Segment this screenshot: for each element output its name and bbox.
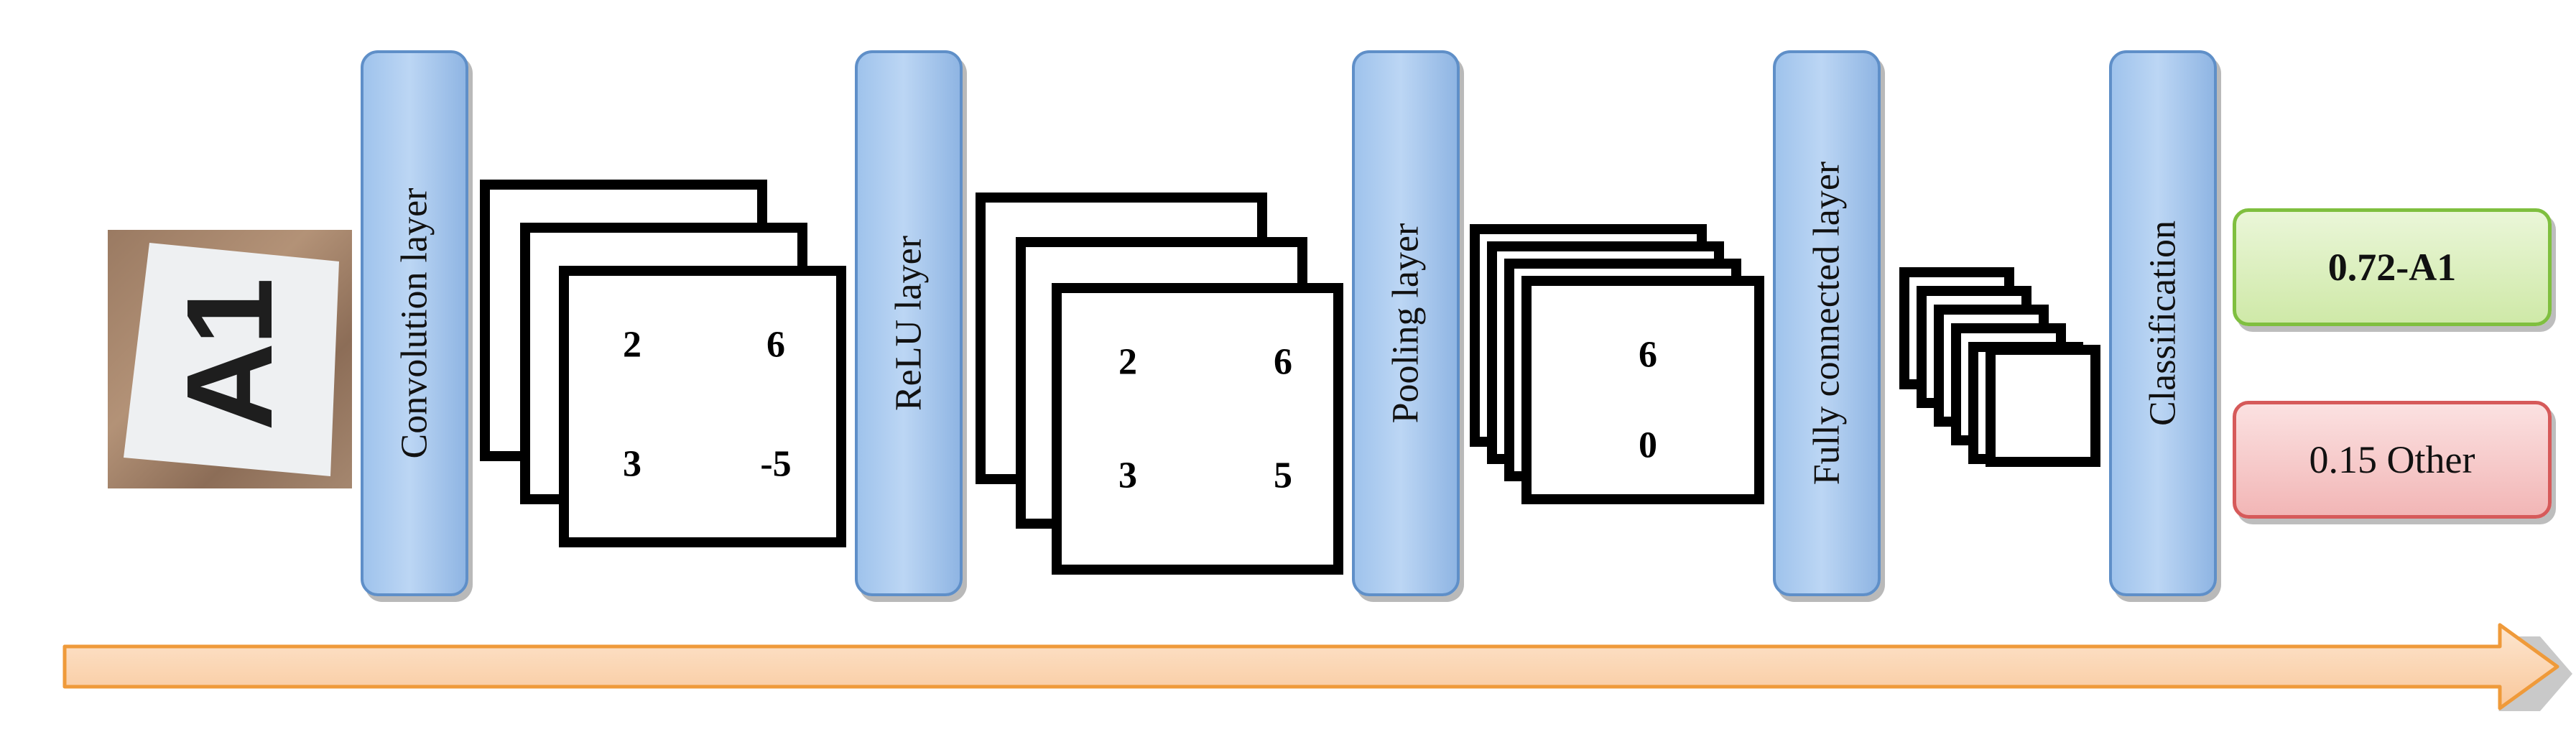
pooling-layer: Pooling layer (1352, 50, 1460, 596)
relu-value: 5 (1274, 455, 1292, 496)
fc-map (1986, 345, 2100, 467)
convolution-layer: Convolution layer (361, 50, 468, 596)
output-other: 0.15 Other (2233, 401, 2552, 519)
input-sign-paper (124, 243, 339, 476)
pool-value: 0 (1639, 425, 1657, 466)
relu-feature-map-front: 2 6 3 5 (1052, 283, 1343, 575)
fully-connected-layer: Fully connected layer (1773, 50, 1881, 596)
classification-layer: Classification (2109, 50, 2217, 596)
relu-value: 3 (1118, 455, 1137, 496)
pool-value: 6 (1639, 334, 1657, 376)
output-a1: 0.72-A1 (2233, 208, 2552, 326)
conv-value: 3 (623, 443, 641, 485)
output-a1-label: 0.72-A1 (2327, 246, 2457, 289)
conv-feature-map-front: 2 6 3 -5 (559, 266, 846, 547)
conv-value: -5 (760, 443, 792, 485)
pool-feature-map-front: 6 0 (1521, 276, 1764, 504)
conv-value: 6 (766, 324, 785, 366)
conv-value: 2 (623, 324, 641, 366)
relu-layer: ReLU layer (855, 50, 963, 596)
input-image: A1 (108, 230, 352, 488)
relu-value: 2 (1118, 341, 1137, 383)
relu-value: 6 (1274, 341, 1292, 383)
output-other-label: 0.15 Other (2309, 438, 2475, 481)
